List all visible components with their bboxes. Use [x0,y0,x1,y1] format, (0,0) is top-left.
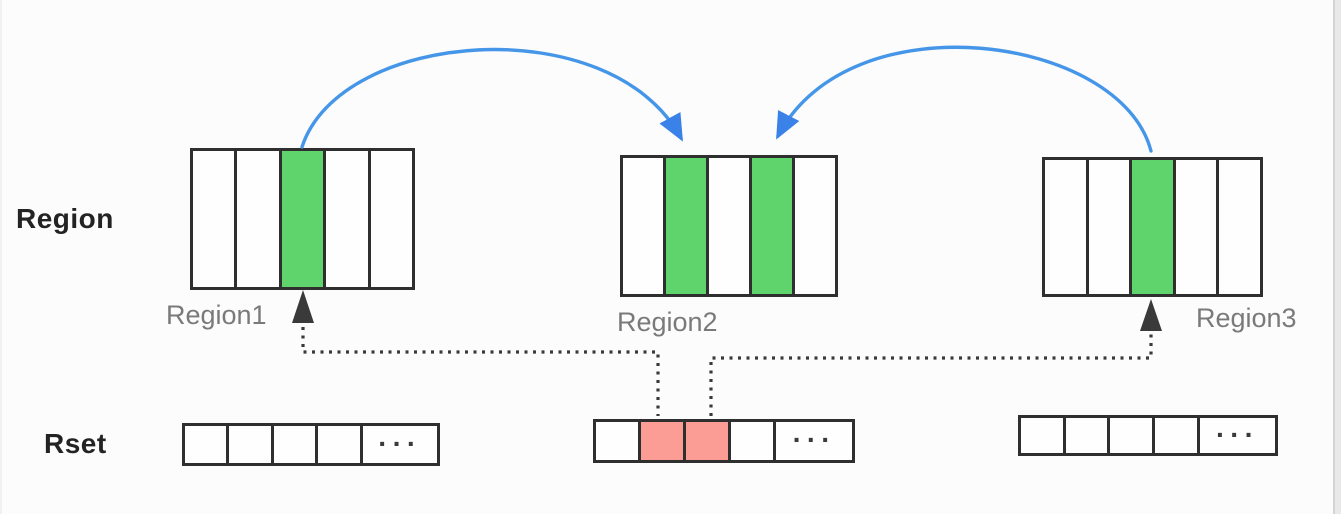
cell [1021,418,1066,453]
pink-cell [641,422,687,460]
region3-box [1042,157,1263,297]
cell [371,151,412,287]
cell [1066,418,1111,453]
ellipsis-cell: ··· [792,424,836,455]
up-arrowhead-region3-icon [1140,299,1162,331]
cell [1219,160,1260,294]
region1-caption: Region1 [166,300,267,330]
cell [1089,160,1133,294]
cell [1155,418,1200,453]
cell [237,151,282,287]
slide-right-gutter [1333,0,1341,514]
ellipsis-cell: ··· [378,427,422,459]
green-cell [666,158,709,294]
ellipsis-cell: ··· [1215,418,1259,450]
cell [1110,418,1156,453]
region2-caption: Region2 [617,307,718,337]
cell [318,426,363,463]
green-cell [752,158,795,294]
region-row-label: Region [16,203,114,234]
blue-arrow-region1-to-region2-icon [300,47,683,149]
up-arrowhead-region1-icon [292,290,314,323]
cell [229,426,274,463]
green-cell [281,151,327,287]
cell [596,422,642,460]
cell [1045,160,1089,294]
rset3-box: ··· [1018,415,1278,456]
blue-arrow-region3-to-region2-icon [776,45,1153,153]
cell [185,426,230,463]
cell [193,151,238,287]
cell [795,158,835,294]
pink-cell [686,422,732,460]
rset1-box: ··· [182,423,440,466]
cell [731,422,777,460]
cell [326,151,371,287]
cell [623,158,666,294]
region2-box [620,155,838,297]
slide-left-edge [0,0,2,514]
cell [1176,160,1220,294]
region3-caption: Region3 [1196,303,1297,333]
rset-row-label: Rset [44,428,107,459]
dotted-line-rset2-to-region1 [301,327,660,416]
cell [274,426,319,463]
rset2-box: ··· [593,419,855,463]
green-cell [1132,160,1176,294]
dotted-line-rset2-to-region3 [709,334,1153,416]
region1-box [190,148,415,290]
cell [709,158,752,294]
